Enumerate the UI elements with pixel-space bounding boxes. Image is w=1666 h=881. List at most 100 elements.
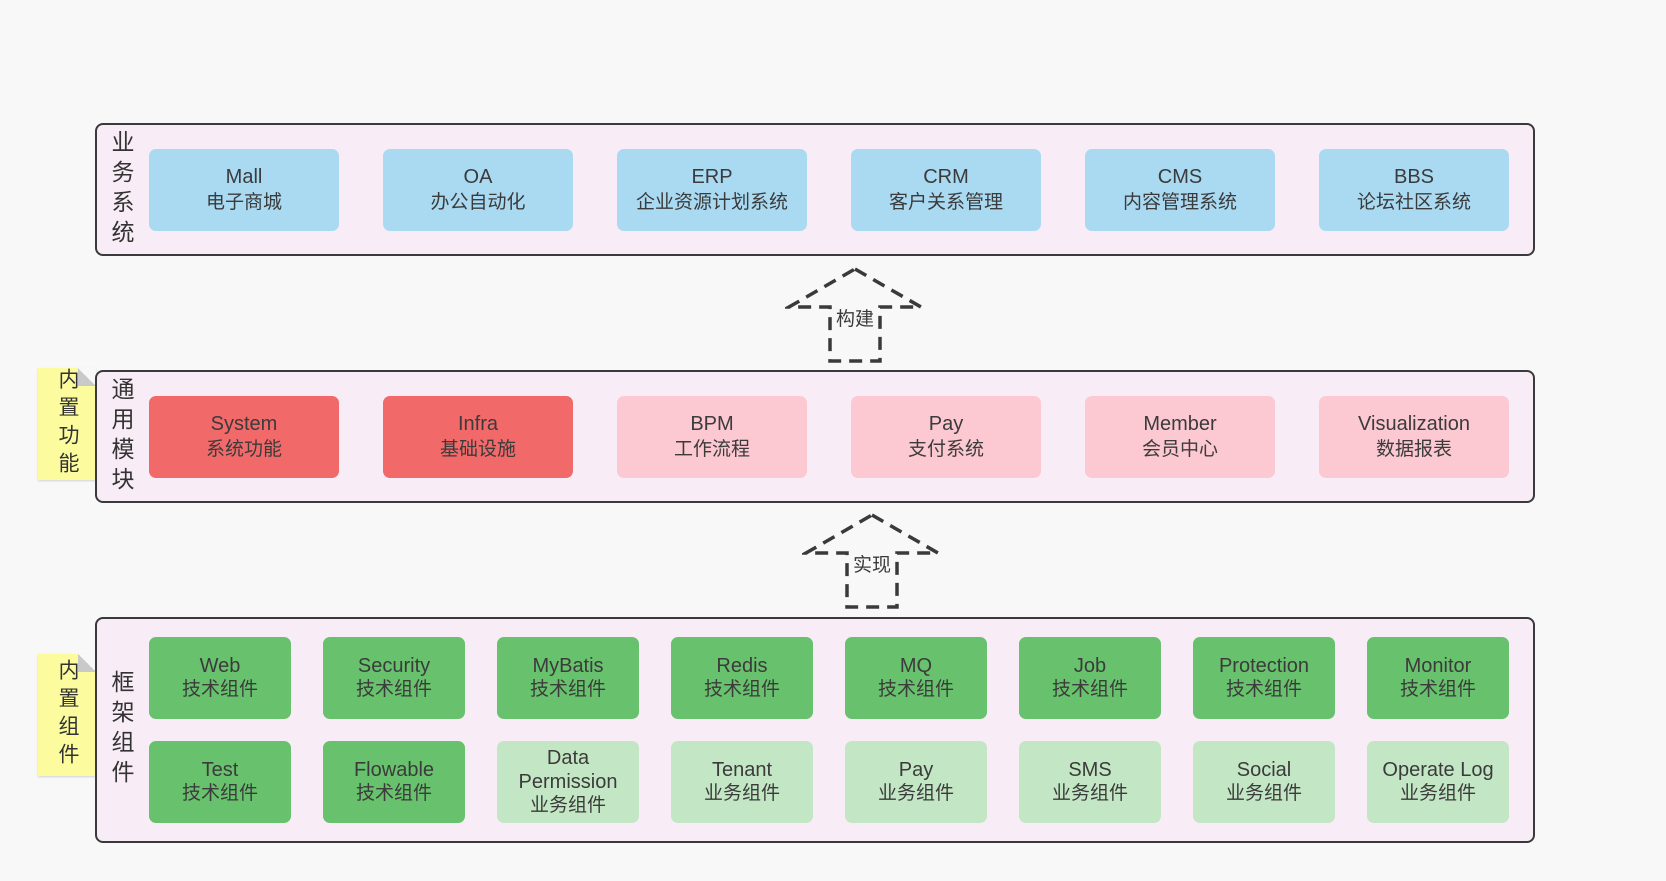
box-subtitle: 支付系统 (907, 438, 984, 460)
box-title: BPM (690, 412, 734, 435)
box-title: CRM (923, 165, 969, 188)
arrow-label: 构建 (832, 304, 878, 331)
box-infra: Infra 基础设施 (383, 395, 573, 478)
box-title: MQ (899, 655, 933, 677)
box-title: Operate Log (1382, 759, 1494, 781)
box-subtitle: 内容管理系统 (1122, 191, 1237, 213)
band-label-business-systems: 业务系统 (108, 129, 134, 250)
box-title: Social (1236, 759, 1292, 781)
sticky-fold-corner (78, 368, 96, 386)
box-title: Member (1143, 412, 1217, 435)
dashed-up-arrow-icon (785, 266, 925, 363)
box-title: Pay (898, 759, 934, 781)
box-erp: ERP 企业资源计划系统 (617, 148, 807, 231)
band-label-framework-components: 框架组件 (108, 670, 134, 790)
box-subtitle: 客户关系管理 (888, 191, 1003, 213)
box-title: SMS (1068, 759, 1112, 781)
box-crm: CRM 客户关系管理 (851, 148, 1041, 231)
box-subtitle: 技术组件 (181, 783, 258, 804)
sticky-note-label: 内置功能 (56, 368, 79, 480)
box-subtitle: 技术组件 (703, 679, 780, 700)
box-title: Data Permission (518, 747, 618, 793)
box-subtitle: 电子商城 (205, 191, 282, 213)
box-subtitle: 办公自动化 (430, 191, 526, 213)
box-title: Mall (225, 165, 263, 188)
sticky-note-label: 内置组件 (56, 659, 79, 771)
box-subtitle: 企业资源计划系统 (635, 191, 788, 213)
box-title: Web (199, 655, 241, 677)
box-subtitle: 会员中心 (1141, 438, 1218, 460)
arrow-label: 实现 (849, 550, 895, 577)
box-subtitle: 技术组件 (1225, 679, 1302, 700)
box-bpm: BPM 工作流程 (617, 395, 807, 478)
box-subtitle: 技术组件 (529, 679, 606, 700)
box-subtitle: 技术组件 (355, 679, 432, 700)
box-subtitle: 技术组件 (181, 679, 258, 700)
box-title: ERP (691, 165, 733, 188)
box-subtitle: 技术组件 (1399, 679, 1476, 700)
arrow-build: 构建 (785, 264, 925, 364)
box-system: System 系统功能 (149, 395, 339, 478)
box-subtitle: 业务组件 (703, 783, 780, 804)
box-title: Job (1073, 655, 1107, 677)
arrow-implement: 实现 (802, 510, 942, 610)
box-bbs: BBS 论坛社区系统 (1319, 148, 1509, 231)
box-subtitle: 系统功能 (205, 438, 282, 460)
box-subtitle: 技术组件 (1051, 679, 1128, 700)
box-title: System (210, 412, 278, 435)
box-visualization: Visualization 数据报表 (1319, 395, 1509, 478)
box-subtitle: 业务组件 (1225, 783, 1302, 804)
box-subtitle: 基础设施 (439, 438, 516, 460)
box-subtitle: 技术组件 (355, 783, 432, 804)
box-subtitle: 数据报表 (1375, 438, 1452, 460)
box-mall: Mall 电子商城 (149, 148, 339, 231)
box-title: Test (201, 759, 239, 781)
box-cms: CMS 内容管理系统 (1085, 148, 1275, 231)
box-title: CMS (1157, 165, 1203, 188)
box-subtitle: 工作流程 (673, 438, 750, 460)
box-title: MyBatis (532, 655, 604, 677)
box-subtitle: 技术组件 (877, 679, 954, 700)
box-subtitle: 业务组件 (877, 783, 954, 804)
box-subtitle: 论坛社区系统 (1356, 191, 1471, 213)
box-title: Redis (716, 655, 768, 677)
box-title: Protection (1218, 655, 1310, 677)
box-title: Infra (457, 412, 499, 435)
box-subtitle: 业务组件 (529, 795, 606, 816)
box-subtitle: 业务组件 (1051, 783, 1128, 804)
dashed-up-arrow-icon (802, 512, 942, 609)
box-title: Monitor (1404, 655, 1472, 677)
box-title: BBS (1393, 165, 1435, 188)
sticky-note-built-in-features: 内置功能 (38, 368, 96, 480)
box-title: Flowable (353, 759, 435, 781)
box-member: Member 会员中心 (1085, 395, 1275, 478)
box-subtitle: 业务组件 (1399, 783, 1476, 804)
box-title: Security (357, 655, 431, 677)
band-label-common-modules: 通用模块 (108, 376, 134, 497)
sticky-note-built-in-components: 内置组件 (38, 654, 96, 776)
box-title: Tenant (711, 759, 773, 781)
box-title: Visualization (1358, 412, 1470, 435)
